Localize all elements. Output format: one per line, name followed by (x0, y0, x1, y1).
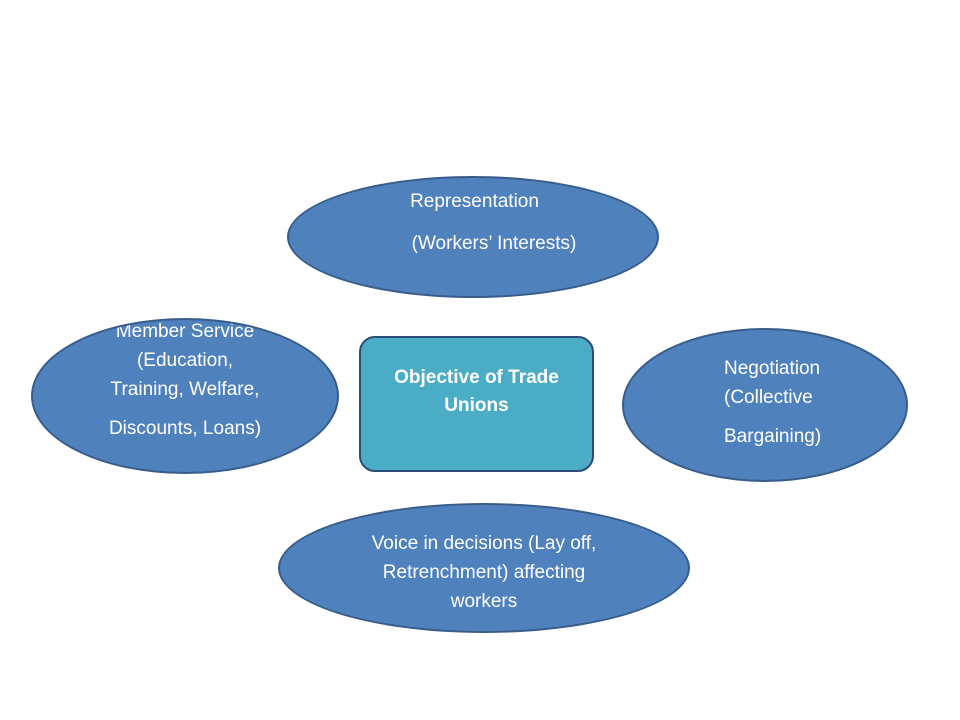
voice-in-decisions-ellipse: Voice in decisions (Lay off, Retrenchmen… (278, 503, 690, 633)
negotiation-ellipse: Negotiation (Collective Bargaining) (622, 328, 908, 482)
central-objective-line-1: Objective of Trade (394, 367, 559, 388)
voice-line-3: workers (450, 591, 518, 612)
member-service-detail-line-3: Discounts, Loans) (108, 418, 262, 439)
voice-line-2: Retrenchment) affecting (382, 562, 586, 583)
representation-ellipse: Representation (Workers’ Interests) (287, 176, 659, 298)
representation-title: Representation (410, 191, 539, 212)
central-objective-line-2: Unions (444, 395, 509, 416)
central-objective-box: Objective of Trade Unions (359, 336, 594, 472)
negotiation-detail-line-1: (Collective (724, 387, 813, 408)
representation-detail: (Workers’ Interests) (411, 233, 577, 254)
member-service-title: Member Service (115, 321, 255, 342)
negotiation-title: Negotiation (724, 358, 821, 379)
member-service-detail-line-2: Training, Welfare, (110, 379, 260, 400)
member-service-detail-line-1: (Education, (136, 350, 234, 371)
negotiation-detail-line-2: Bargaining) (724, 426, 822, 447)
member-service-ellipse: Member Service (Education, Training, Wel… (31, 318, 339, 474)
voice-line-1: Voice in decisions (Lay off, (371, 533, 597, 554)
